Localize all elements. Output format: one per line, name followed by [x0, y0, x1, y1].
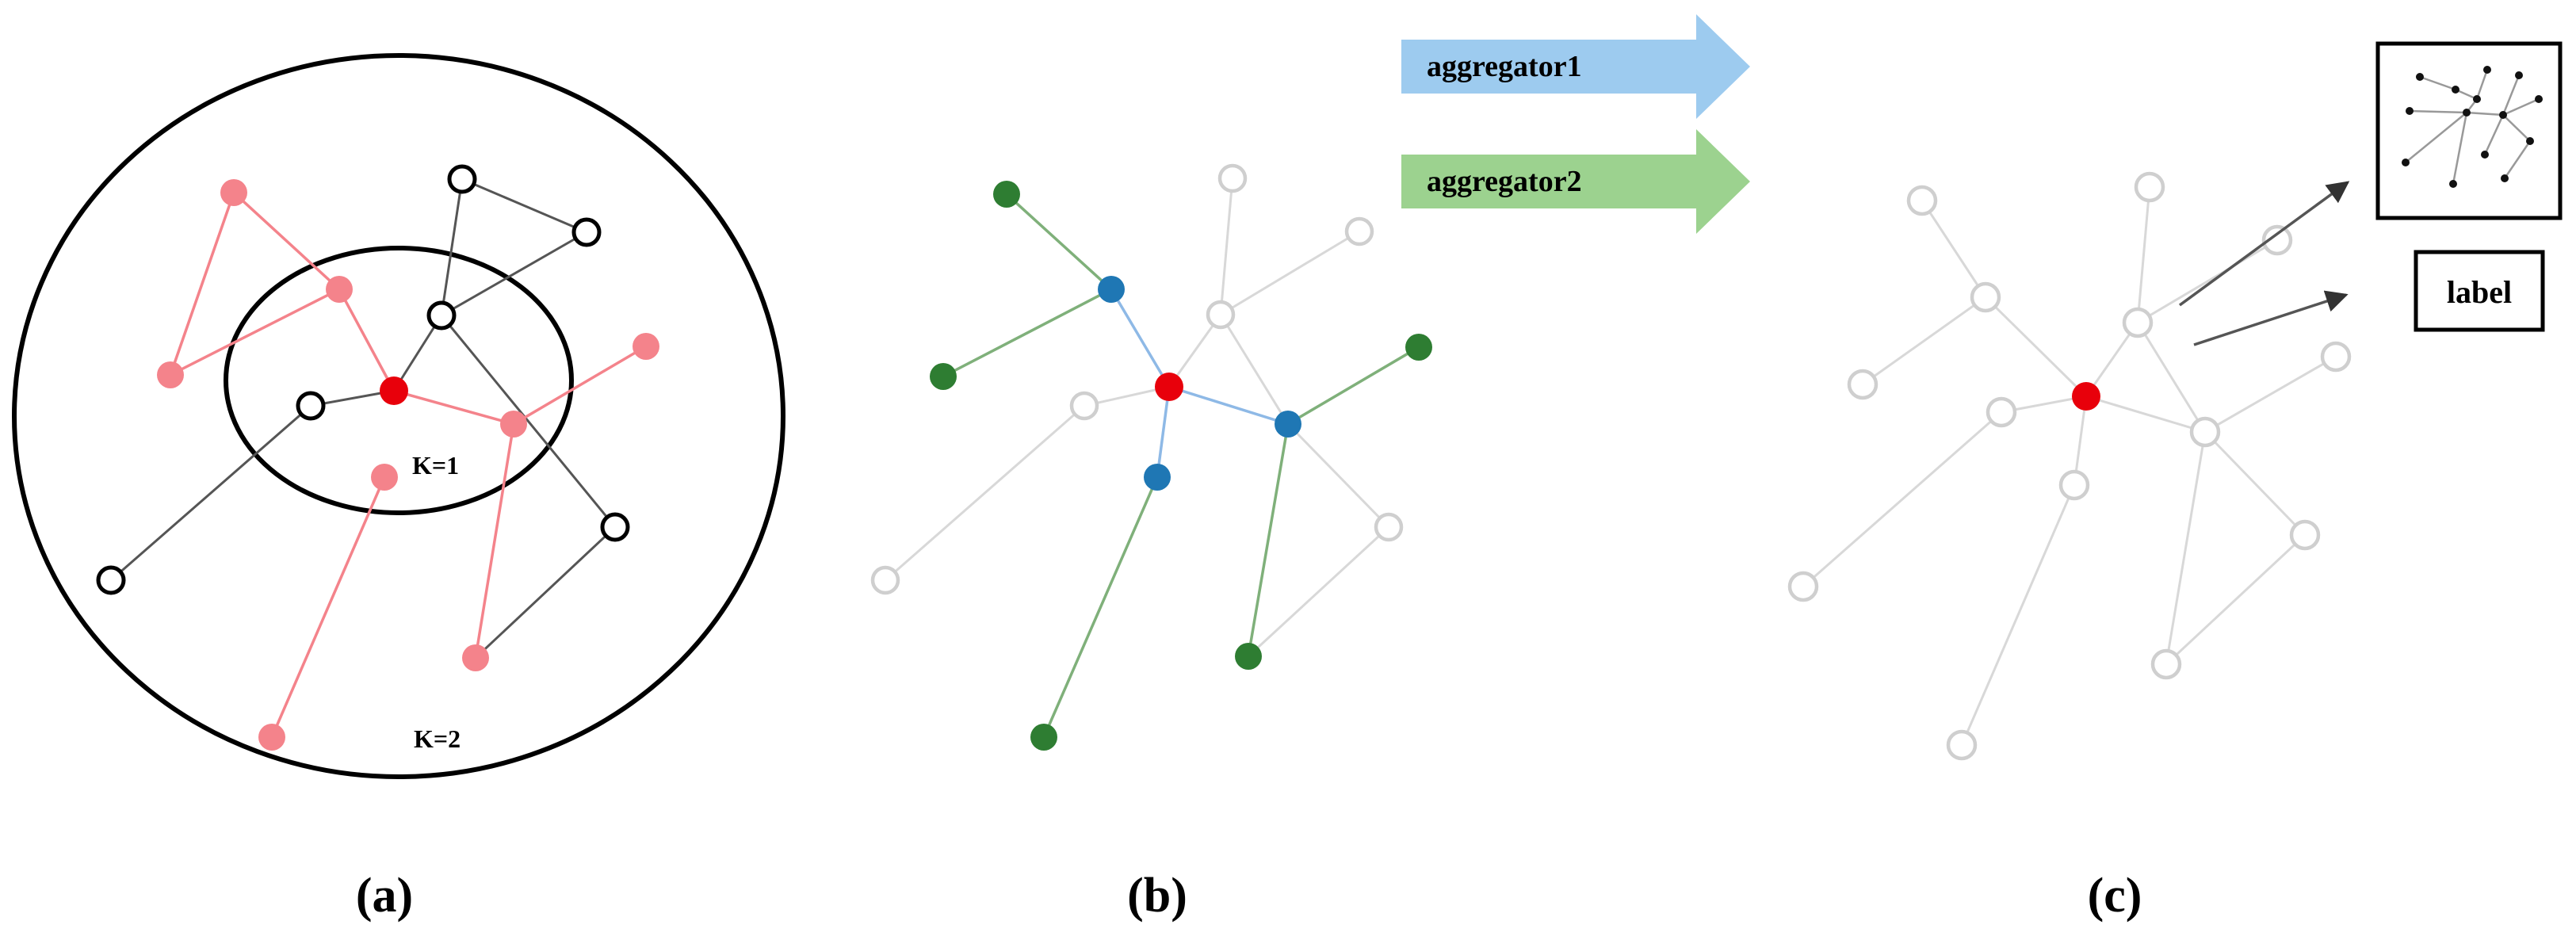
panel-b-target-node	[1155, 373, 1183, 401]
panel-c: label (c)	[1787, 41, 2563, 923]
label-output-arrow	[2193, 290, 2349, 346]
panel-c-caption: (c)	[2088, 869, 2142, 923]
panel-b-faded-nodes	[870, 163, 1404, 595]
panel-b-hop1-nodes	[1098, 276, 1301, 491]
aggregator2-arrow-shape	[1401, 129, 1750, 234]
panel-b-faded-edges	[885, 178, 1390, 658]
panel-c-target-node	[2072, 382, 2100, 411]
panel-c-faded-edges	[1802, 186, 2337, 746]
panel-a: K=1 K=2 (a)	[12, 53, 785, 923]
aggregator1-arrow-shape	[1401, 14, 1750, 119]
aggregator2-arrow: aggregator2	[1401, 129, 1750, 234]
k2-neighborhood-circle	[12, 53, 785, 779]
k1-neighborhood-circle	[224, 246, 574, 515]
label-box	[2414, 250, 2545, 332]
graph-thumbnail-icon	[2375, 41, 2563, 220]
panel-b: (b)	[870, 163, 1432, 923]
panel-a-dark-edges	[110, 178, 617, 659]
panel-c-faded-nodes	[1787, 171, 2352, 761]
panel-a-caption: (a)	[356, 869, 413, 923]
aggregator1-label: aggregator1	[1427, 50, 1582, 83]
k2-label: K=2	[414, 724, 461, 753]
aggregator1-arrow: aggregator1	[1401, 14, 1750, 119]
panel-b-green-edges	[942, 193, 1420, 738]
panel-a-red-edges	[169, 191, 647, 738]
panel-b-caption: (b)	[1127, 869, 1187, 923]
label-box-text: label	[2447, 274, 2512, 310]
graph-output-arrow	[2178, 181, 2350, 307]
k1-label: K=1	[412, 451, 459, 480]
panel-a-target-node	[380, 376, 408, 405]
panel-a-hollow-nodes	[96, 164, 630, 595]
panel-a-hop-nodes	[157, 179, 659, 751]
panel-b-blue-edges	[1110, 289, 1289, 478]
panel-b-hop2-nodes	[930, 181, 1432, 751]
aggregator2-label: aggregator2	[1427, 165, 1582, 198]
